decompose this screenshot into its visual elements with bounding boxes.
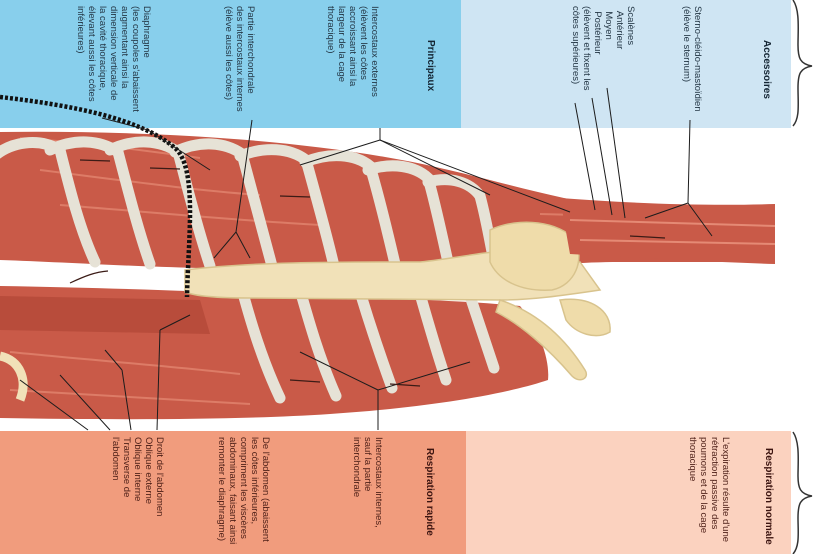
lower-ribcage [0, 282, 548, 419]
abdomen-label: De l'abdomen (abaissent les côtes inféri… [216, 437, 271, 544]
respiration-rapide-title: Respiration rapide [424, 448, 435, 536]
scalenes-label: Scalènes Antérieur Moyen Postérieur (élè… [570, 6, 636, 91]
accessoires-title: Accessoires [761, 40, 772, 99]
intercostaux-internes-label: Intercostaux internes, sauf la partie in… [351, 437, 384, 528]
partie-interchondrale-label: Partie interchondrale des intercostaux i… [223, 6, 256, 112]
sterno-label: Sterno-cléido-mastoïdien (élève le stern… [681, 6, 703, 112]
respiration-normale-title: Respiration normale [763, 448, 774, 545]
diaphragme-label: Diaphragme (les coupoles s'abaissent aug… [75, 6, 152, 112]
respiration-brace [793, 432, 812, 554]
principaux-title: Principaux [425, 40, 436, 91]
respiration-normale-text: L'expiration résulte d'une rétraction pa… [687, 437, 731, 542]
neck-muscles [560, 198, 775, 264]
abdominal-muscles-label: Droit de l'abdomen Oblique externe Obliq… [110, 437, 165, 516]
intercostaux-externes-label: Intercostaux externes (élèvent les côtes… [325, 6, 380, 97]
accessoires-brace [793, 0, 812, 126]
